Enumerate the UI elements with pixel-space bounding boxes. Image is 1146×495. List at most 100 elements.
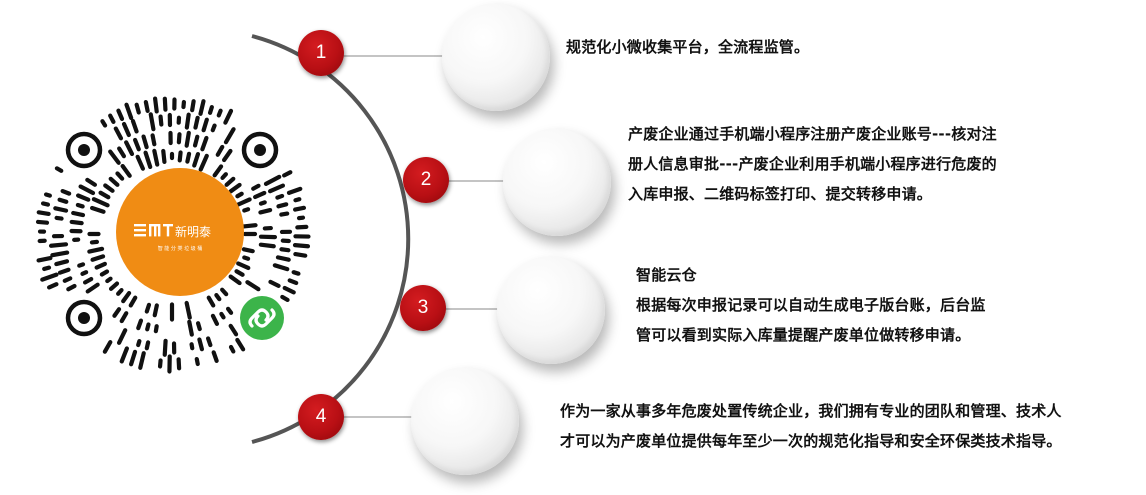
qr-ray (152, 96, 159, 114)
qr-ray (185, 151, 192, 164)
qr-ray (275, 255, 291, 262)
qr-ray (242, 207, 251, 213)
qr-ray (80, 270, 89, 276)
qr-ray (210, 123, 217, 133)
emt-logo-icon (134, 224, 173, 237)
mini-program-icon (240, 296, 284, 340)
bubble-2 (503, 128, 611, 236)
qr-ray (77, 262, 86, 268)
qr-ray (220, 287, 229, 297)
qr-ray (253, 190, 267, 200)
qr-ray (279, 211, 290, 217)
qr-ray (57, 197, 69, 204)
qr-ray (216, 108, 223, 118)
qr-ray (206, 295, 216, 308)
qr-ray (100, 119, 108, 128)
finder-circle-bottom-left (65, 299, 103, 337)
qr-ray (117, 146, 127, 159)
qr-ray (291, 270, 301, 276)
qr-ray (293, 197, 302, 203)
qr-ray (134, 102, 141, 115)
qr-ray (190, 99, 196, 113)
bubble-1 (442, 3, 550, 111)
qr-ray (282, 170, 293, 178)
qr-ray (90, 254, 106, 262)
qr-ray (128, 295, 138, 308)
qr-ray (263, 174, 282, 186)
qr-ray (282, 285, 296, 295)
qr-ray (138, 351, 146, 370)
qr-ray (48, 242, 69, 248)
step-text-4: 作为一家从事多年危废处置传统企业，我们拥有专业的团队和管理、技术人 才可以为产废… (560, 396, 1062, 456)
qr-ray (161, 148, 167, 164)
qr-ray (194, 356, 200, 367)
qr-ray (228, 344, 236, 354)
step-3-line-2: 根据每次申报记录可以自动生成电子版台账，后台监 (636, 296, 986, 314)
qr-ray (121, 290, 132, 304)
qr-ray (176, 132, 182, 145)
qr-ray (189, 342, 195, 351)
qr-ray (210, 313, 220, 326)
qr-ray (54, 166, 64, 173)
qr-ray (98, 190, 111, 200)
qr-ray (236, 261, 251, 271)
logo-circle (116, 168, 244, 296)
qr-ray (62, 276, 73, 283)
qr-ray (40, 201, 51, 207)
qr-ray (85, 177, 97, 187)
qr-ray (54, 259, 70, 267)
qr-ray (112, 307, 122, 318)
step-2-line-3: 入库申报、二维码标签打印、提交转移申请。 (628, 185, 933, 203)
qr-ray (105, 276, 113, 284)
qr-ray (200, 135, 209, 152)
qr-ray (108, 176, 120, 187)
qr-ray (40, 272, 59, 282)
qr-ray (152, 148, 160, 167)
qr-ray (141, 134, 149, 150)
step-number-3: 3 (400, 285, 446, 331)
qr-ray (251, 183, 261, 191)
qr-ray (235, 191, 244, 199)
qr-ray (272, 263, 290, 272)
step-2-line-1: 产废企业通过手机端小程序注册产废企业账号---核对注 (628, 125, 997, 143)
qr-ray (99, 269, 110, 277)
qr-ray (90, 205, 106, 214)
qr-ray (121, 121, 131, 138)
qr-ray (124, 140, 135, 157)
qr-ray (162, 338, 168, 357)
qr-ray (53, 206, 69, 213)
qr-ray (293, 205, 307, 212)
qr-ray (268, 279, 281, 288)
qr-ray (136, 339, 142, 348)
qr-ray (119, 311, 129, 324)
qr-ray (228, 182, 242, 194)
qr-ray (157, 358, 163, 369)
qr-ray (46, 282, 59, 290)
qr-ray (119, 346, 129, 364)
qr-ray (219, 311, 226, 320)
step-4-line-1: 作为一家从事多年危废处置传统企业，我们拥有专业的团队和管理、技术人 (560, 402, 1062, 420)
qr-ray (292, 243, 311, 249)
step-2-line-2: 册人信息审批---产废企业利用手机端小程序进行危废的 (628, 155, 997, 173)
qr-ray (184, 300, 192, 320)
qr-ray (108, 281, 120, 291)
qr-ray (116, 288, 124, 296)
qr-ray (228, 274, 242, 286)
qr-ray-pattern (35, 96, 311, 374)
qr-ray (129, 349, 138, 367)
qr-ray (158, 114, 164, 127)
qr-ray (177, 150, 183, 163)
qr-ray (94, 261, 107, 270)
qr-ray (103, 183, 115, 193)
qr-ray (258, 242, 276, 249)
qr-ray (60, 188, 72, 196)
step-1-line-1: 规范化小微收集平台，全流程监管。 (566, 38, 810, 56)
bubble-4 (411, 367, 519, 475)
qr-ray (198, 153, 209, 172)
qr-ray (198, 99, 206, 116)
qr-ray (36, 210, 51, 217)
qr-ray (220, 172, 228, 180)
step-number-1: 1 (298, 30, 344, 76)
qr-ray (85, 282, 100, 294)
